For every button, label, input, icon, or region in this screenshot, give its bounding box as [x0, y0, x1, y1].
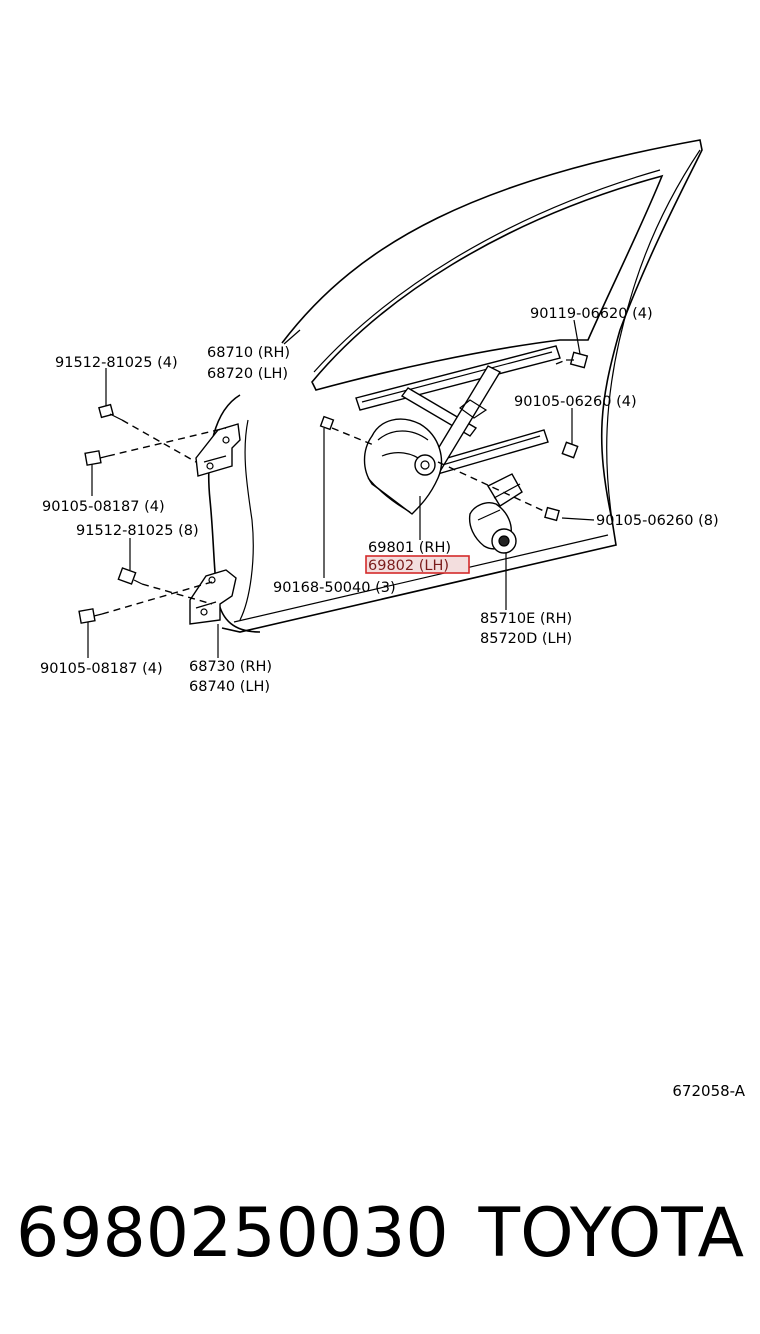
- bolt-90105-06260-4: [561, 441, 579, 459]
- label-90105-08187-top[interactable]: 90105-08187 (4): [42, 499, 165, 515]
- leader-lines: [87, 319, 595, 658]
- label-91512-81025-8[interactable]: 91512-81025 (8): [76, 523, 199, 539]
- label-90168-50040[interactable]: 90168-50040 (3): [273, 580, 396, 596]
- label-69801[interactable]: 69801 (RH): [368, 540, 451, 556]
- bolt-90119: [566, 351, 589, 369]
- regulator-motor: [468, 473, 523, 554]
- label-90105-08187-bot[interactable]: 90105-08187 (4): [40, 661, 163, 677]
- label-68720[interactable]: 68720 (LH): [207, 366, 288, 382]
- bolt-90105-06260-8: [544, 506, 560, 522]
- door-outline: [207, 139, 703, 633]
- lower-hinge: [189, 569, 237, 625]
- part-labels: 91512-81025 (4) 68710 (RH) 68720 (LH) 90…: [40, 306, 719, 695]
- highlight-box: [365, 555, 470, 574]
- bolt-90105-lower: [78, 608, 103, 624]
- label-90119-06620[interactable]: 90119-06620 (4): [530, 306, 653, 322]
- label-91512-81025-4[interactable]: 91512-81025 (4): [55, 355, 178, 371]
- bolt-90168: [319, 415, 335, 431]
- diagram-ref-code: 672058-A: [672, 1082, 745, 1100]
- label-85710E[interactable]: 85710E (RH): [480, 611, 572, 627]
- label-69802-highlighted[interactable]: 69802 (LH): [368, 558, 449, 574]
- upper-hinge: [195, 423, 241, 477]
- bolt-91512-lower: [117, 567, 143, 585]
- bolt-91512-upper: [98, 403, 123, 421]
- window-regulator: [355, 345, 561, 515]
- brand-name: TOYOTA: [478, 1194, 744, 1273]
- label-85720D[interactable]: 85720D (LH): [480, 631, 572, 647]
- label-90105-06260-8[interactable]: 90105-06260 (8): [596, 513, 719, 529]
- bolts: [78, 351, 589, 624]
- label-68710[interactable]: 68710 (RH): [207, 345, 290, 361]
- label-68740[interactable]: 68740 (LH): [189, 679, 270, 695]
- label-68730[interactable]: 68730 (RH): [189, 659, 272, 675]
- dashed-lines: [101, 359, 567, 615]
- bolt-90105-upper: [84, 450, 109, 466]
- part-number: 6980250030: [16, 1194, 449, 1273]
- label-90105-06260-4[interactable]: 90105-06260 (4): [514, 394, 637, 410]
